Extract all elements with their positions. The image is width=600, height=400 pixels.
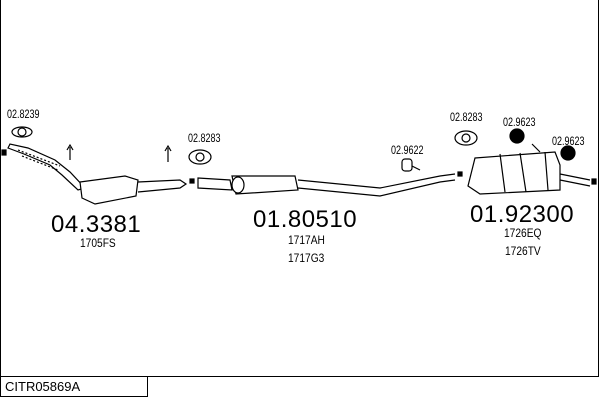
diagram-frame — [0, 0, 599, 377]
part-ref: 1726TV — [505, 244, 541, 258]
part-number: 01.92300 — [470, 201, 575, 228]
part-ref: 1705FS — [80, 236, 116, 250]
accessory-label: 02.8283 — [188, 131, 221, 145]
accessory-label: 02.9622 — [391, 143, 424, 157]
front-pipe-catalyst — [1, 143, 188, 205]
rubber-ring-icon-02-9623-b — [560, 145, 576, 161]
diagram-code: CITR05869A — [0, 377, 148, 397]
part-ref: 1726EQ — [504, 226, 542, 240]
part-ref: 1717AH — [288, 233, 325, 247]
hanger-icon-02-8239 — [11, 126, 33, 138]
accessory-label: 02.9623 — [503, 115, 536, 129]
part-ref: 1717G3 — [288, 251, 325, 265]
hanger-icon-02-8283-b — [454, 130, 478, 146]
accessory-label: 02.8283 — [450, 110, 483, 124]
accessory-label: 02.8239 — [7, 107, 40, 121]
rubber-mount-icon-02-9622 — [401, 158, 413, 172]
part-number: 04.3381 — [51, 211, 142, 238]
rubber-ring-icon-02-9623-a — [509, 128, 525, 144]
middle-pipe-silencer — [189, 173, 456, 197]
accessory-label: 02.9623 — [552, 134, 585, 148]
rear-silencer — [407, 143, 597, 195]
hanger-icon-02-8283-a — [188, 149, 212, 165]
part-number: 01.80510 — [253, 206, 358, 233]
